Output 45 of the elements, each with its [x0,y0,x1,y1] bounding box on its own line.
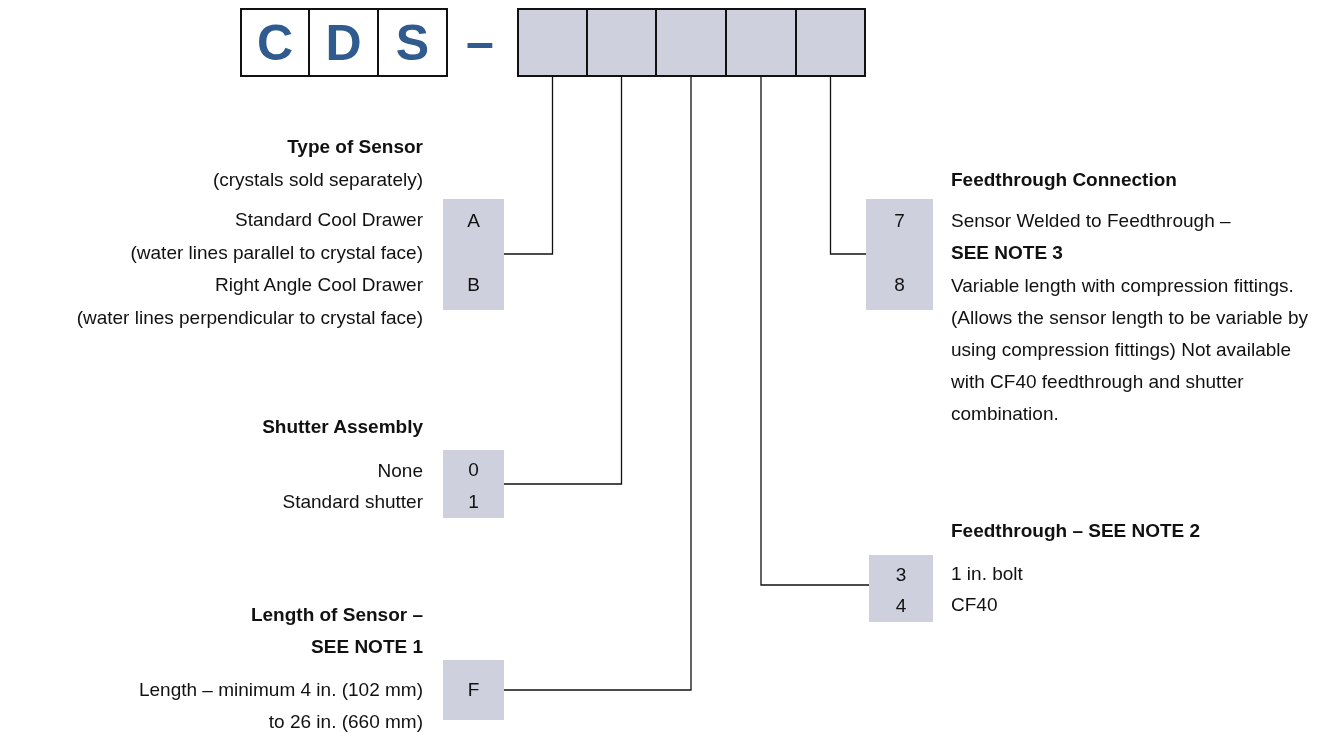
option-description: None [377,459,423,483]
option-description: Right Angle Cool Drawer [214,273,423,297]
option-description: Variable length with compression fittings. (Allows the sensor length to be variable by using compression fittings) Not available with CF40 feedthrough and shutter combination. [951,274,1309,426]
section-heading: Feedthrough – SEE NOTE 2 [951,519,1201,543]
connector-line [503,76,554,255]
code-letter-box: S [377,8,448,77]
section-heading: Length of Sensor – SEE NOTE 1 [249,603,423,659]
connector-line [829,76,867,255]
option-code: 8 [893,273,906,297]
code-slot-box [795,8,866,77]
option-code: A [466,209,481,233]
option-description: Standard Cool Drawer [235,208,423,232]
option-code: 1 [467,490,480,514]
option-code-box [866,199,933,310]
code-slot-box [586,8,657,77]
option-code: F [466,678,481,702]
option-description: (water lines parallel to crystal face) [130,241,423,265]
option-description: Standard shutter [282,490,423,514]
code-letter-box: C [240,8,310,77]
option-code: B [466,273,481,297]
separator-dash: – [466,14,494,70]
option-code-box [443,199,504,310]
option-code: 4 [894,594,908,618]
option-description: CF40 [951,593,998,617]
section-heading: Type of Sensor [287,135,423,159]
option-description: (water lines perpendicular to crystal face) [76,306,423,330]
option-code-box [443,450,504,518]
option-code: 3 [894,563,908,587]
option-code-box [443,660,504,720]
option-description: 1 in. bolt [951,562,1023,586]
section-heading: Shutter Assembly [262,415,423,439]
section-heading: Feedthrough Connection [951,168,1177,192]
option-description: Sensor Welded to Feedthrough – SEE NOTE 3 [951,209,1232,265]
code-letter-box: D [308,8,379,77]
option-code: 0 [467,458,480,482]
connector-line [760,76,870,586]
code-slot-box [517,8,588,77]
code-slot-box [725,8,797,77]
connector-line [503,76,692,691]
note-text: (crystals sold separately) [212,168,423,192]
option-description: Length – minimum 4 in. (102 mm) to 26 in. (660 mm) [138,678,423,734]
code-slot-box [655,8,727,77]
connector-line [503,76,623,485]
option-code-box [869,555,933,622]
option-code: 7 [893,209,906,233]
